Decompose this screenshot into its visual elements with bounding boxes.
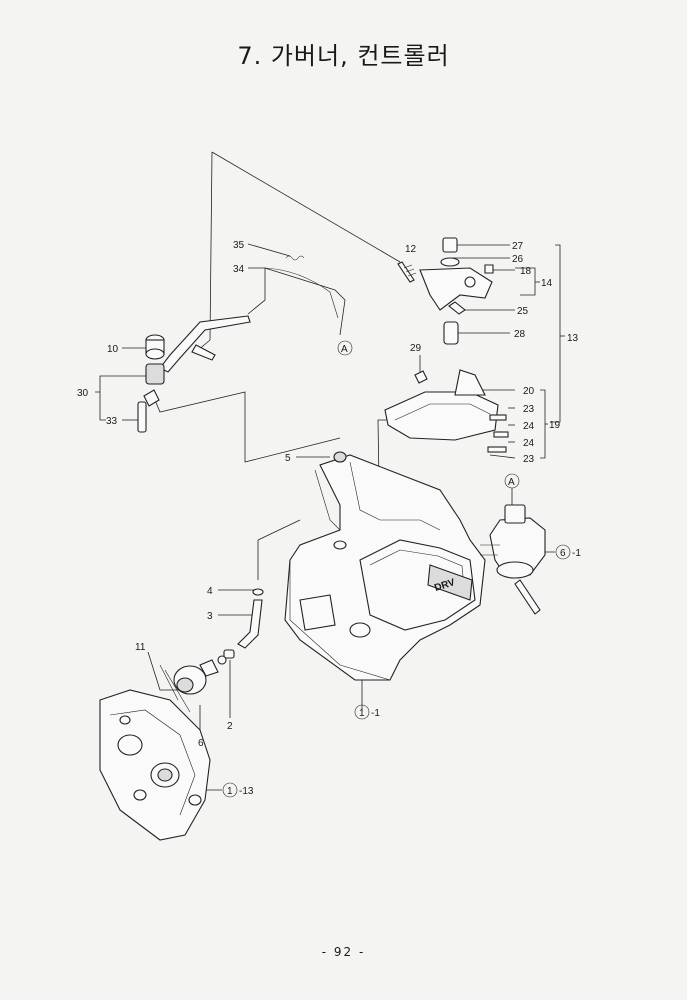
page-number: - 92 - xyxy=(321,945,366,959)
callout-26: 26 xyxy=(512,254,524,265)
governor-rods xyxy=(264,255,417,319)
governor-lever xyxy=(137,315,251,433)
callout-18: 18 xyxy=(520,266,532,277)
callout-labels: 35 34 12 27 26 18 14 25 28 13 10 30 33 2… xyxy=(77,240,581,798)
reference-circle-1 xyxy=(354,704,370,720)
reference-circle-a-lower xyxy=(504,473,520,489)
crankcase-cover xyxy=(99,689,211,841)
callout-24-upper: 24 xyxy=(523,421,535,432)
callout-25: 25 xyxy=(517,306,529,317)
callout-2: 2 xyxy=(227,721,233,732)
callout-27: 27 xyxy=(512,241,524,252)
governor-gear xyxy=(159,659,219,713)
callout-5: 5 xyxy=(285,453,291,464)
reference-circle-6 xyxy=(555,544,571,560)
callout-34: 34 xyxy=(233,264,245,275)
reference-1b-suffix: -13 xyxy=(239,786,254,797)
reference-1b-number: 1 xyxy=(227,786,233,797)
callout-6: 6 xyxy=(198,738,204,749)
page-title: 7. 가버너, 컨트롤러 xyxy=(237,42,450,70)
reference-6-suffix: -1 xyxy=(572,548,581,559)
callout-28: 28 xyxy=(514,329,526,340)
callout-4: 4 xyxy=(207,586,213,597)
callout-13: 13 xyxy=(567,333,579,344)
oil-filler-parts xyxy=(217,588,264,665)
callout-14: 14 xyxy=(541,278,553,289)
reference-6-number: 6 xyxy=(560,548,566,559)
leader-lines xyxy=(95,151,565,791)
callout-23-lower: 23 xyxy=(523,454,535,465)
callout-11: 11 xyxy=(135,642,146,653)
callout-20: 20 xyxy=(523,386,535,397)
callout-24-lower: 24 xyxy=(523,438,535,449)
callout-30: 30 xyxy=(77,388,89,399)
callout-10: 10 xyxy=(107,344,119,355)
callout-12: 12 xyxy=(405,244,417,255)
callout-19: 19 xyxy=(549,420,561,431)
callout-a-upper: A xyxy=(341,344,348,355)
reference-circle-1b xyxy=(222,782,238,798)
callout-29: 29 xyxy=(410,343,422,354)
carburetor xyxy=(480,504,546,615)
reference-1-suffix: -1 xyxy=(371,708,380,719)
reference-1-number: 1 xyxy=(359,708,365,719)
callout-3: 3 xyxy=(207,611,213,622)
engine-crankcase: DRV xyxy=(284,451,486,681)
reference-circle-a-upper xyxy=(337,340,353,356)
callout-23-upper: 23 xyxy=(523,404,535,415)
callout-35: 35 xyxy=(233,240,245,251)
callout-33: 33 xyxy=(106,416,118,427)
control-bracket xyxy=(384,237,509,453)
callout-a-lower: A xyxy=(508,477,515,488)
